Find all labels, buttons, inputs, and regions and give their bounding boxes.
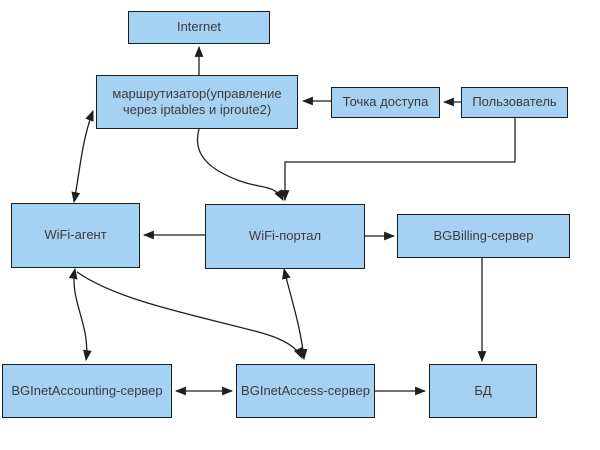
node-wifi-agent: WiFi-агент — [11, 203, 140, 268]
edge-router-portal — [196, 128, 284, 201]
edge-portal-access — [282, 267, 308, 361]
edge-agent-router — [71, 109, 94, 204]
node-bgbilling-server: BGBilling-сервер — [397, 214, 570, 258]
node-router: маршрутизатор(управление через iptables … — [96, 75, 298, 129]
node-bginetaccounting-server-label: BGInetAccounting-сервер — [11, 382, 163, 398]
node-access-point: Точка доступа — [331, 87, 440, 118]
edge-user-portal — [280, 117, 516, 202]
node-bgbilling-server-label: BGBilling-сервер — [433, 227, 534, 243]
node-access-point-label: Точка доступа — [342, 94, 429, 110]
node-wifi-portal: WiFi-портал — [205, 204, 365, 269]
node-bginetaccess-server-label: BGInetAccess-сервер — [241, 382, 370, 398]
node-router-label: маршрутизатор(управление через iptables … — [112, 85, 282, 117]
node-wifi-agent-label: WiFi-агент — [44, 227, 107, 243]
node-user-label: Пользователь — [472, 94, 557, 110]
node-wifi-portal-label: WiFi-портал — [248, 228, 322, 244]
node-internet: Internet — [128, 11, 270, 44]
node-db: БД — [429, 364, 537, 418]
node-user: Пользователь — [461, 87, 568, 118]
edge-agent-accounting — [68, 267, 92, 362]
edge-agent-access — [76, 271, 303, 360]
node-internet-label: Internet — [176, 19, 222, 35]
node-bginetaccess-server: BGInetAccess-сервер — [236, 364, 375, 418]
node-bginetaccounting-server: BGInetAccounting-сервер — [2, 364, 172, 418]
node-db-label: БД — [474, 382, 492, 398]
